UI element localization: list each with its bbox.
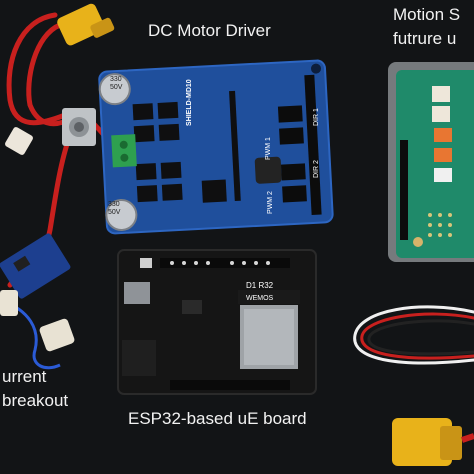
label-motion-sensor-line1: Motion S	[393, 5, 461, 24]
motor-driver-shield	[98, 59, 334, 235]
esp32-board	[117, 249, 317, 395]
svg-text:PWM 2: PWM 2	[267, 191, 274, 214]
svg-text:50V: 50V	[108, 209, 121, 216]
label-esp32-board: ESP32-based uE board	[128, 409, 307, 428]
svg-text:PWM 1: PWM 1	[265, 137, 272, 160]
svg-text:WEMOS: WEMOS	[246, 295, 274, 302]
current-sensor-board	[0, 233, 71, 316]
label-current-line2: breakout	[2, 391, 69, 410]
svg-text:SHIELD-MD10: SHIELD-MD10	[186, 79, 193, 126]
svg-text:330: 330	[110, 76, 122, 83]
svg-text:DIR 2: DIR 2	[313, 160, 320, 178]
jst-connector-bottom	[39, 318, 75, 352]
jst-connector-left	[5, 127, 33, 155]
label-current-line1: urrent	[2, 367, 47, 386]
label-dc-motor-driver: DC Motor Driver	[148, 21, 271, 40]
svg-text:50V: 50V	[110, 84, 123, 91]
svg-text:330: 330	[108, 201, 120, 208]
label-motion-sensor-line2: futrure u	[393, 29, 457, 48]
svg-text:D1 R32: D1 R32	[246, 281, 274, 290]
sensor-wire-bundle	[353, 305, 474, 365]
svg-text:DIR 1: DIR 1	[313, 108, 320, 126]
shield-silkscreen: SHIELD-MD10 330 50V 330 50V DIR 1 DIR 2 …	[108, 76, 320, 216]
toggle-switch	[62, 108, 96, 146]
xt60-connector-bottom	[392, 418, 474, 466]
esp32-silkscreen: WEMOS D1 R32	[246, 281, 274, 302]
xt60-connector-top	[57, 3, 115, 46]
motion-sensor-board	[388, 62, 474, 262]
